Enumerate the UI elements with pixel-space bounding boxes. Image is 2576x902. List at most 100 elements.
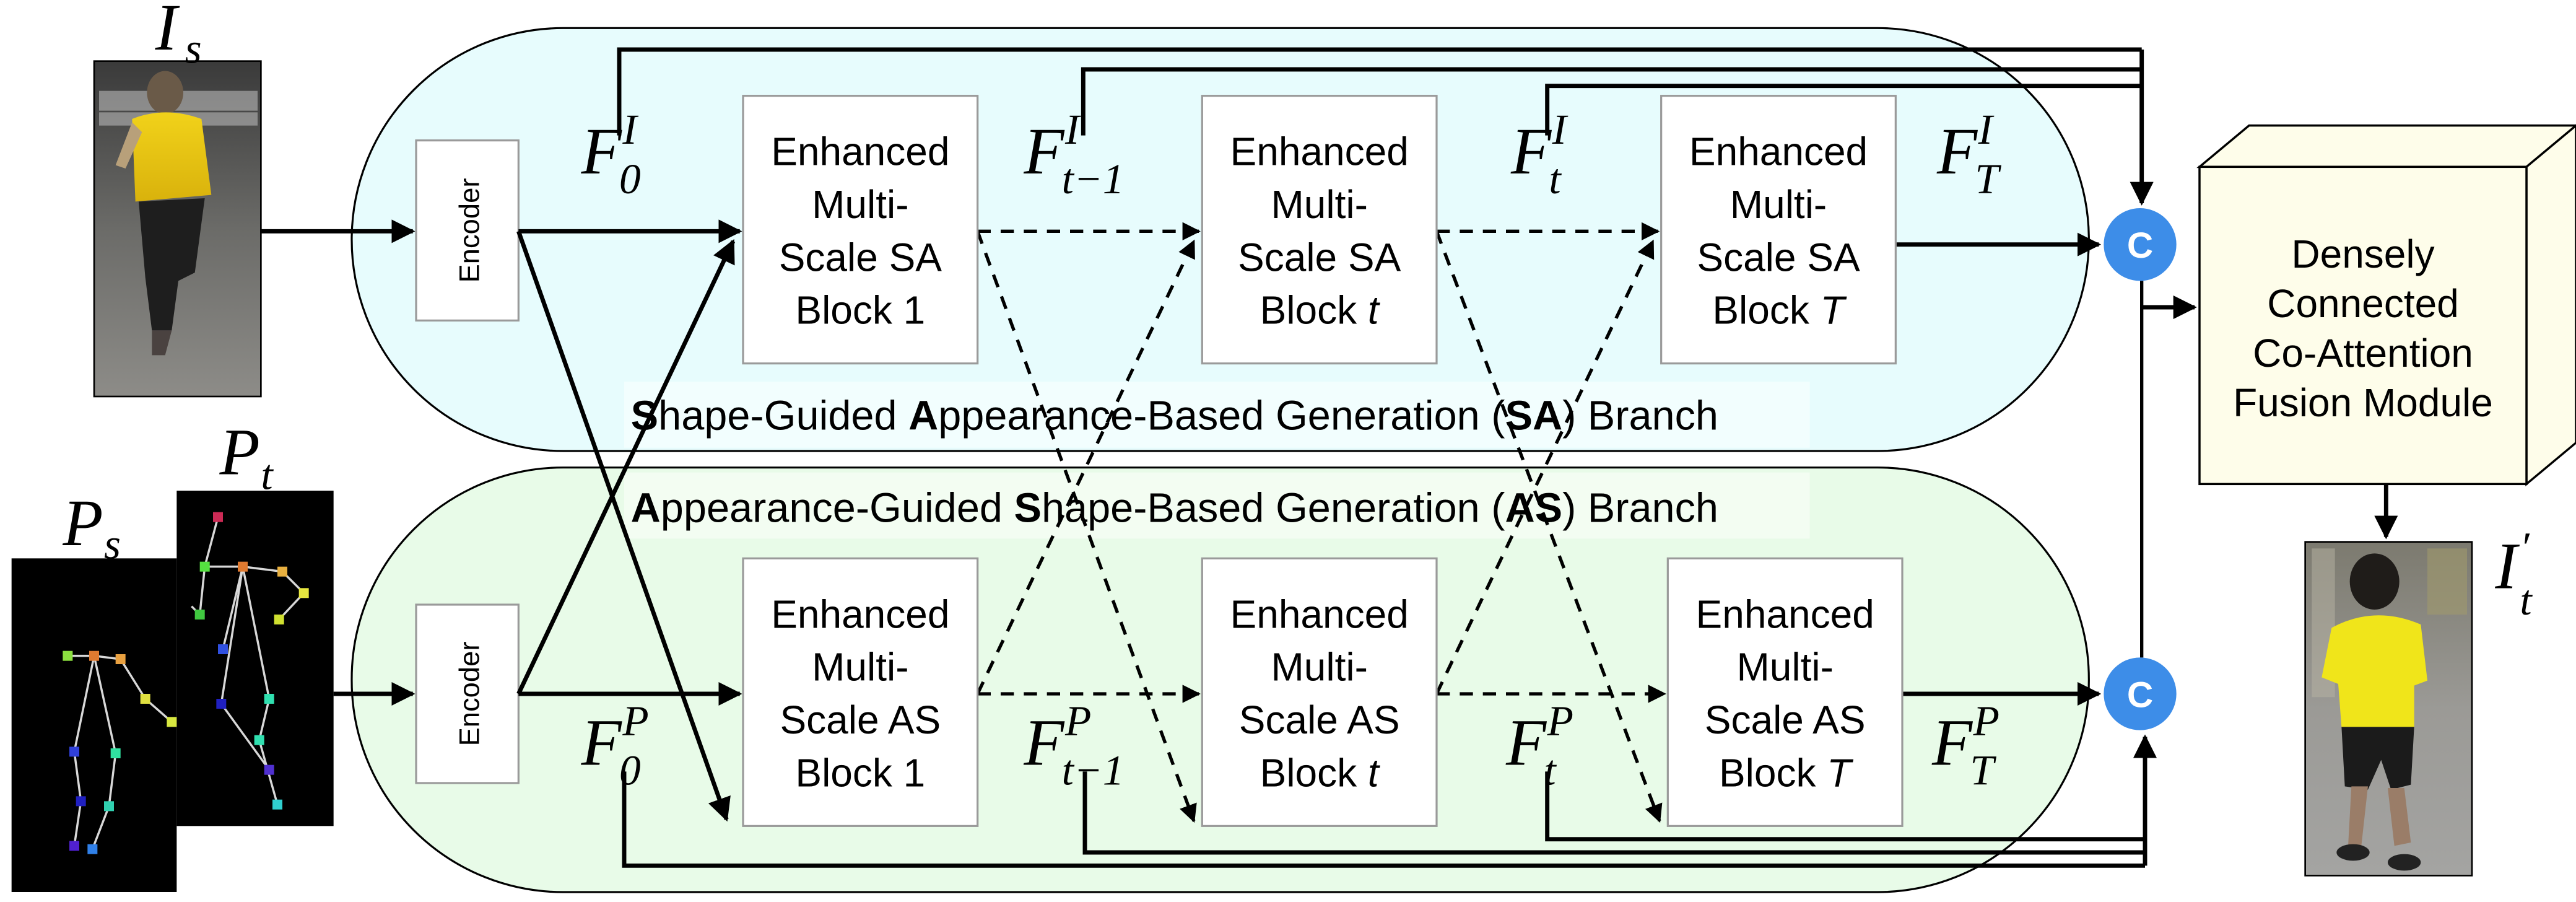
branch-title-part: hape-Guided [658,393,908,439]
svg-text:F: F [1023,707,1065,780]
branch-title-part: S [631,393,658,439]
branch-title-part: ppearance-Based Generation ( [938,393,1505,439]
as-block-text-line: Enhanced [1696,592,1874,636]
sa-block-text-line: Multi- [1271,182,1367,227]
as-block-index: t [1368,750,1380,795]
sa-block-text-line: Enhanced [771,129,949,174]
sa-block-text-line: Block t [1260,288,1380,333]
svg-text:s: s [185,24,202,72]
branch-title-part: SA [1505,393,1562,439]
sa-chain-arrows [976,222,1663,823]
input-arrows [261,219,416,706]
as-block-index: 1 [903,750,926,795]
encoder-output-arrows [516,219,742,822]
as-block-text-line: Multi- [812,645,908,690]
source-image [93,60,262,398]
sa-block-text-line: Scale SA [1697,235,1860,279]
svg-text:′: ′ [2520,523,2530,571]
svg-text:I: I [2494,530,2520,603]
generated-output-image [2304,541,2473,877]
svg-text:I: I [1978,105,1995,153]
svg-text:I: I [1552,105,1569,153]
sa-skip-connections [617,47,2154,256]
sa-block-text-line: Block 1 [795,288,925,333]
sa-block-text-line: Enhanced [1689,129,1868,174]
svg-text:t: t [1544,747,1557,794]
sa-block-text-line: Scale SA [779,235,942,279]
svg-text:I: I [1064,105,1081,153]
svg-text:Encoder: Encoder [453,642,485,747]
branch-title-part: ) Branch [1562,486,1718,532]
svg-text:Co-Attention: Co-Attention [2253,331,2473,375]
branch-title-part: A [908,393,938,439]
svg-text:F: F [1510,115,1552,188]
svg-text:0: 0 [619,747,641,794]
svg-text:C: C [2127,226,2153,266]
as-block-index: T [1827,750,1853,795]
sa-block-index: T [1821,288,1847,333]
as-block-text-line: Scale AS [1239,698,1400,742]
svg-text:P: P [1064,697,1091,745]
svg-text:C: C [2127,675,2153,715]
as-block-text-line: Block t [1260,750,1380,795]
branch-title-part: A [631,486,661,532]
as-block-text-line: Multi- [1271,645,1367,690]
as-block-text-line: Block 1 [795,750,925,795]
source-pose-label: P s [62,487,121,567]
svg-text:P: P [1973,697,1999,745]
sa-block-text-line: Enhanced [1230,129,1409,174]
sa-encoder: Encoder [415,139,520,322]
svg-text:P: P [1547,697,1573,745]
svg-text:t−1: t−1 [1062,155,1125,203]
as-block-text-line: Enhanced [1230,592,1409,636]
svg-text:F: F [1505,707,1547,780]
branch-title-part: S [1014,486,1041,532]
svg-text:P: P [62,487,103,560]
svg-text:I: I [155,0,180,64]
svg-text:F: F [581,115,623,188]
as-block-text-line: Scale AS [1705,698,1866,742]
source-pose-map [11,558,177,892]
sa-block-text-line: Scale SA [1238,235,1401,279]
as-branch-title-bg [624,472,1810,539]
svg-text:Fusion Module: Fusion Module [2233,380,2493,425]
svg-text:t: t [1549,155,1562,203]
target-pose-map [176,491,334,826]
svg-text:I: I [622,105,638,153]
as-concat-node: C [2104,657,2177,730]
sa-block-text-line: Multi- [1730,182,1827,227]
source-image-label: I s [155,0,202,72]
as-block-text-line: Scale AS [780,698,941,742]
svg-text:P: P [622,697,648,745]
sa-branch-title-bg [624,382,1810,448]
sa-block-index: 1 [903,288,926,333]
svg-text:F: F [581,707,623,780]
fusion-module: Densely Connected Co-Attention Fusion Mo… [2196,124,2576,487]
svg-text:T: T [1970,747,1996,794]
svg-text:Connected: Connected [2267,281,2459,326]
svg-text:t−1: t−1 [1062,747,1125,794]
as-chain-arrows [976,239,1666,703]
sa-branch-title: Shape-Guided Appearance-Based Generation… [631,393,1718,439]
as-encoder: Encoder [415,603,520,784]
as-branch-title: Appearance-Guided Shape-Based Generation… [631,486,1718,532]
as-block-text-line: Multi- [1736,645,1833,690]
as-skip-connections [622,681,2157,868]
svg-text:Densely: Densely [2291,232,2434,276]
svg-text:P: P [219,416,260,489]
